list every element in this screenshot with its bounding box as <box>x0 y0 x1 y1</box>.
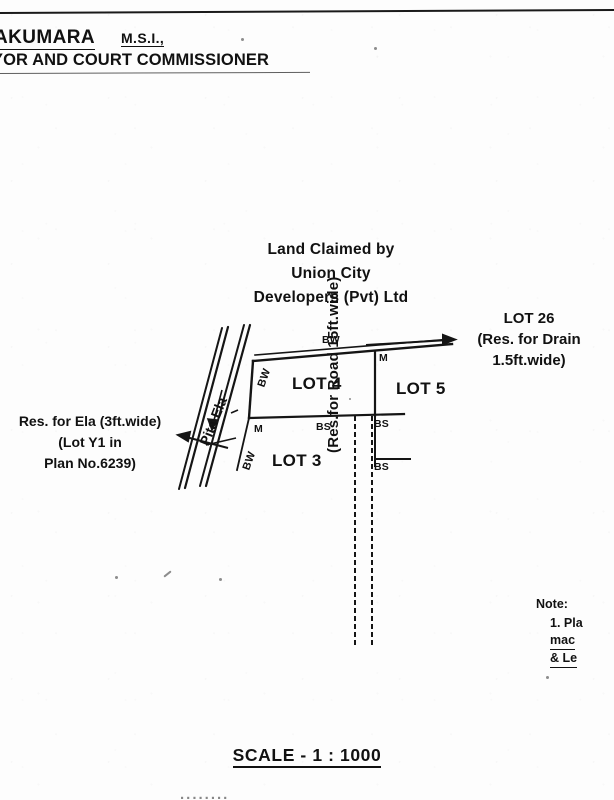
note-heading: Note: <box>536 597 568 611</box>
surveyor-surname: AKUMARA <box>0 27 95 50</box>
surveyor-role: YOR AND COURT COMMISSIONER <box>0 51 269 69</box>
reserved-ela-note: Res. for Ela (3ft.wide) (Lot Y1 in Plan … <box>2 411 178 474</box>
note-item-1: 1. Pla <box>550 616 583 630</box>
mark-bs-mid-center: BS <box>316 421 331 433</box>
lot26-line-1: LOT 26 <box>503 310 555 327</box>
reserved-road-label: (Res.for Road 15ft.wide) <box>325 276 342 454</box>
claim-title-line-1: Land Claimed by <box>267 241 395 258</box>
claim-title-line-3: Developers (Pvt) Ltd <box>253 289 409 306</box>
lot-label-lot5: LOT 5 <box>396 379 446 398</box>
surveyor-qualification: M.S.I., <box>120 30 165 47</box>
note-item-1-cont2-text: & Le <box>550 650 578 668</box>
mark-bw-top: BW <box>322 334 340 346</box>
scan-speck <box>546 676 549 679</box>
scale-label: SCALE - 1 : 1000 <box>120 745 494 768</box>
note-item-1-cont2: & Le <box>536 650 614 668</box>
lot-label-lot4: LOT 4 <box>292 374 342 393</box>
scan-speck <box>219 578 222 581</box>
pita-ela-stream-lines <box>178 323 252 490</box>
scan-speck <box>374 47 377 50</box>
lot-boundary-lines <box>235 338 454 472</box>
stream-direction-arrow <box>206 389 223 433</box>
lot26-drain-note: LOT 26 (Res. for Drain 1.5ft.wide) <box>446 308 612 371</box>
reserved-road-strip <box>354 416 373 645</box>
claim-title-line-2: Union City <box>291 265 371 282</box>
scan-speck <box>241 38 244 41</box>
surveyor-name-line: AKUMARA M.S.I., <box>0 27 165 50</box>
lot-label-lot3: LOT 3 <box>272 451 322 470</box>
land-claim-title: Land Claimed by Union City Developers (P… <box>183 238 479 310</box>
ela-line-3: Plan No.6239) <box>44 455 136 471</box>
mark-bs-lower-right: BS <box>374 461 389 473</box>
lot26-arrow <box>365 333 458 346</box>
lot26-line-2: (Res. for Drain <box>477 331 581 348</box>
ela-line-1: Res. for Ela (3ft.wide) <box>18 413 162 429</box>
scan-speck <box>115 576 118 579</box>
mark-bs-mid-right: BS <box>374 418 389 430</box>
lot26-line-3: 1.5ft.wide) <box>492 352 566 369</box>
ela-line-2: (Lot Y1 in <box>58 434 122 450</box>
ela-arrow <box>175 430 229 449</box>
bottom-clipped-text: ........ <box>180 786 230 800</box>
mark-m-top-right: M <box>379 352 388 364</box>
note-item-1-cont-text: mac <box>550 632 576 650</box>
note-item-1-cont: mac <box>536 632 614 650</box>
scale-text: SCALE - 1 : 1000 <box>232 745 382 768</box>
plan-note: Note: 1. Pla mac & Le <box>536 596 614 668</box>
scan-speck <box>349 398 351 400</box>
mark-m-mid-left: M <box>254 423 263 435</box>
